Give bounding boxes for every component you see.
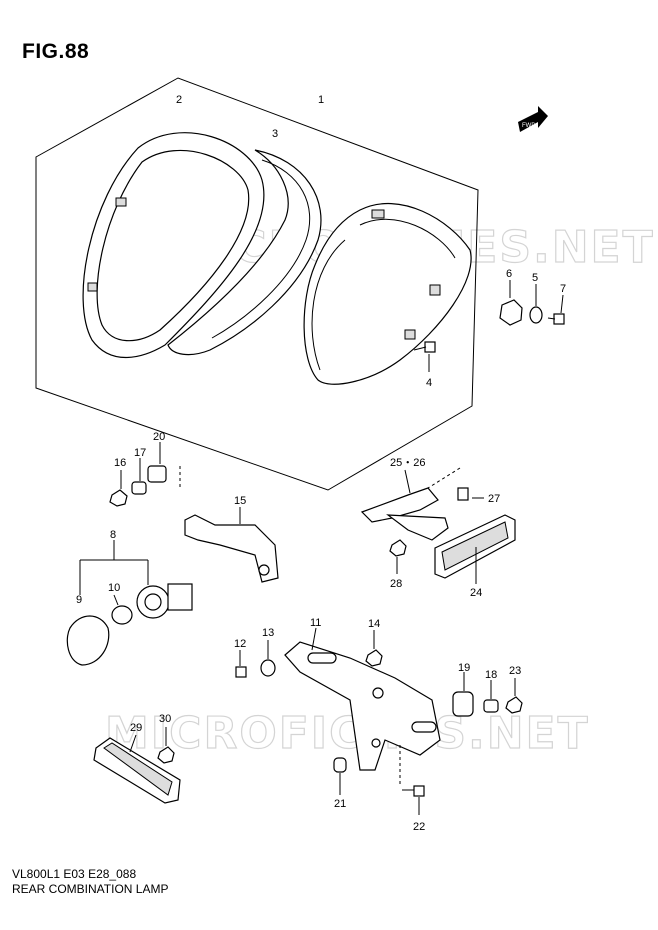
part-25-26-bracket bbox=[360, 467, 461, 541]
diagram-name: REAR COMBINATION LAMP bbox=[12, 882, 169, 896]
callout-15: 15 bbox=[234, 495, 246, 507]
part-24-reflector bbox=[434, 514, 516, 584]
part-10-bulb bbox=[111, 605, 133, 625]
part-3-gasket bbox=[167, 149, 322, 356]
part-15-bracket bbox=[179, 466, 279, 583]
callout-9: 9 bbox=[76, 594, 82, 606]
part-8-socket bbox=[136, 583, 193, 619]
callout-5: 5 bbox=[532, 272, 538, 284]
part-17-bulb bbox=[131, 458, 147, 495]
callout-1: 1 bbox=[318, 94, 324, 106]
callout-12: 12 bbox=[234, 638, 246, 650]
part-28-nut bbox=[389, 539, 407, 574]
part-4-screw bbox=[413, 341, 436, 372]
callout-16: 16 bbox=[114, 457, 126, 469]
part-11-bracket bbox=[284, 627, 441, 771]
callout-28: 28 bbox=[390, 578, 402, 590]
part-9-socket-cap bbox=[66, 615, 110, 666]
callout-6: 6 bbox=[506, 268, 512, 280]
part-23-nut bbox=[505, 678, 523, 714]
part-21-bulb bbox=[333, 757, 347, 795]
callout-22: 22 bbox=[413, 821, 425, 833]
bulb-group-leaders bbox=[79, 540, 149, 606]
watermark-bottom: MICROFICHES.NET bbox=[105, 708, 590, 759]
callout-10: 10 bbox=[108, 582, 120, 594]
callout-8: 8 bbox=[110, 529, 116, 541]
callout-19: 19 bbox=[458, 662, 470, 674]
part-18-bulb bbox=[483, 680, 499, 713]
part-1-lens bbox=[303, 202, 472, 385]
part-13-washer bbox=[260, 640, 276, 677]
callout-23: 23 bbox=[509, 665, 521, 677]
callout-11: 11 bbox=[310, 617, 321, 629]
callout-18: 18 bbox=[485, 669, 497, 681]
part-29-reflector bbox=[93, 734, 181, 804]
part-20-grommet bbox=[147, 442, 167, 483]
part-16-nut bbox=[109, 470, 128, 507]
callout-17: 17 bbox=[134, 447, 146, 459]
callout-27: 27 bbox=[488, 493, 500, 505]
part-6-grommet bbox=[499, 280, 523, 326]
callout-29: 29 bbox=[130, 722, 142, 734]
callout-7: 7 bbox=[560, 283, 566, 295]
fwd-label: FWD bbox=[522, 123, 536, 129]
figure-title: FIG.88 bbox=[22, 40, 90, 63]
callout-20: 20 bbox=[153, 431, 165, 443]
part-30-nut bbox=[157, 727, 175, 764]
assembly-frame bbox=[35, 77, 479, 491]
callout-13: 13 bbox=[262, 627, 274, 639]
callout-24: 24 bbox=[470, 587, 482, 599]
part-2-housing bbox=[82, 132, 265, 359]
part-19-grommet bbox=[452, 672, 474, 717]
callout-2: 2 bbox=[176, 94, 182, 106]
callout-21: 21 bbox=[334, 798, 346, 810]
part-27-screw bbox=[457, 487, 484, 501]
callout-30: 30 bbox=[159, 713, 171, 725]
part-7-screw bbox=[547, 294, 565, 325]
part-22-screw bbox=[399, 745, 425, 815]
model-code: VL800L1 E03 E28_088 bbox=[12, 867, 137, 881]
callout-3: 3 bbox=[272, 128, 278, 140]
fwd-arrow-icon: FWD bbox=[518, 106, 548, 132]
callout-14: 14 bbox=[368, 618, 380, 630]
part-14-nut bbox=[365, 630, 383, 667]
callout-25-26: 25・26 bbox=[390, 457, 425, 469]
callout-4: 4 bbox=[426, 377, 432, 389]
part-12-screw bbox=[235, 650, 247, 678]
part-5-washer bbox=[529, 284, 543, 324]
